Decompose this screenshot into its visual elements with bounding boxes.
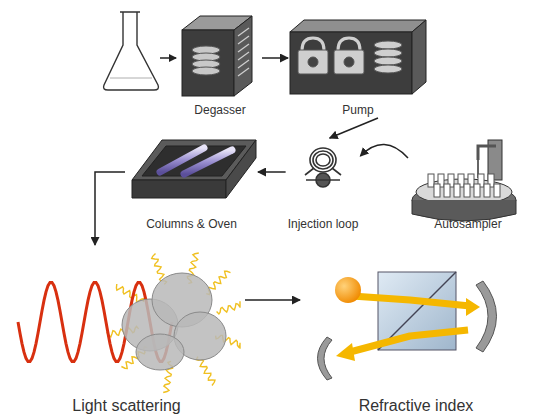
component-label: Autosampler xyxy=(434,218,501,232)
flask xyxy=(104,12,159,90)
autosampler-unit xyxy=(412,140,516,221)
column-oven xyxy=(132,140,256,198)
component-label: Light scattering xyxy=(72,397,181,415)
flow-connector xyxy=(245,299,300,301)
component-node: Degasser xyxy=(178,12,262,118)
flow-connector xyxy=(330,118,378,138)
vial xyxy=(474,184,480,197)
flow-connector xyxy=(262,57,288,59)
vial xyxy=(434,184,440,197)
flow-connector xyxy=(95,172,125,245)
vial xyxy=(484,184,490,197)
scattered-ray xyxy=(217,301,240,314)
component-node: Injection loop xyxy=(286,138,361,232)
component-label: Degasser xyxy=(194,104,245,118)
component-label: Columns & Oven xyxy=(146,218,237,232)
component-node: Autosampler xyxy=(408,138,528,232)
vial xyxy=(428,174,434,187)
vial xyxy=(444,184,450,197)
vial xyxy=(464,184,470,197)
flow-connector xyxy=(258,171,286,173)
light-scattering-scene xyxy=(18,253,240,393)
component-node: Refractive index xyxy=(300,245,532,415)
scattered-ray xyxy=(196,357,215,386)
component-node: Columns & Oven xyxy=(125,138,258,232)
scattered-ray xyxy=(116,284,143,302)
degasser-unit xyxy=(182,16,252,96)
refractive-index-scene xyxy=(318,272,497,380)
component-label: Pump xyxy=(342,104,373,118)
flow-connector xyxy=(360,144,408,158)
vial xyxy=(494,184,500,197)
component-node: Light scattering xyxy=(8,245,245,415)
component-node: Pump xyxy=(288,12,428,118)
flow-arrow xyxy=(160,57,176,59)
pump-unit xyxy=(290,20,426,94)
injection-loop-coil xyxy=(305,148,341,187)
component-label: Refractive index xyxy=(359,397,474,415)
component-label: Injection loop xyxy=(288,218,359,232)
vial xyxy=(454,184,460,197)
